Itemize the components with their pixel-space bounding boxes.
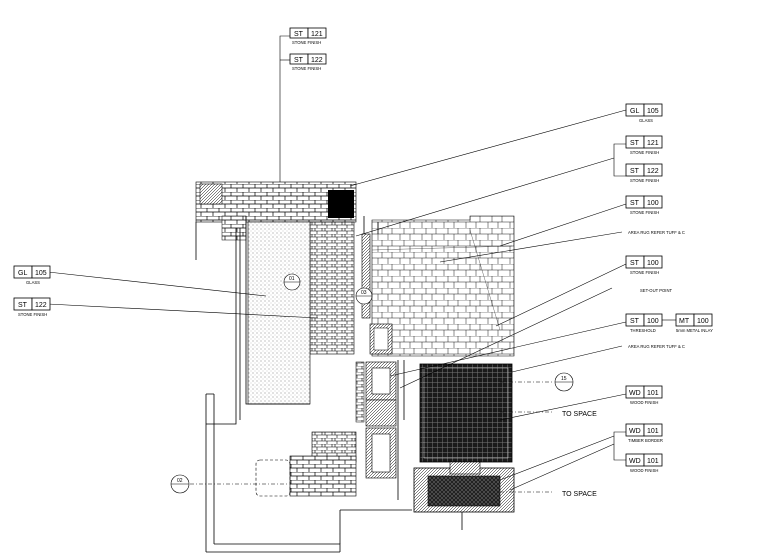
tag-num: 121	[647, 140, 659, 147]
callout-01[interactable]: 01	[283, 273, 301, 291]
tag-code: ST	[630, 140, 640, 147]
tag-desc: STONE FINISH	[630, 150, 659, 155]
tag-desc: WOOD FINISH	[630, 468, 658, 473]
tag-wd101-a[interactable]: WD 101 WOOD FINISH	[625, 385, 663, 405]
tag-code: WD	[629, 458, 641, 465]
note-text: AREA RUG REFER TUFF & C	[628, 230, 685, 235]
tag-num: 100	[647, 200, 659, 207]
tag-wd101-b[interactable]: WD 101 TIMBER BORDER	[625, 423, 663, 443]
tag-code: ST	[630, 168, 640, 175]
tag-code: ST	[18, 302, 28, 309]
tag-desc: 5mm METAL INLAY	[676, 328, 713, 333]
tag-st121-top[interactable]: ST 121 STONE FINISH	[289, 27, 327, 45]
vent-grille	[199, 183, 223, 205]
glass-panel	[247, 221, 311, 405]
tag-desc: STONE FINISH	[292, 40, 321, 45]
tag-gl105-right[interactable]: GL 105 GLASS	[625, 103, 663, 123]
tag-num: 101	[647, 390, 659, 397]
tag-gl105-left[interactable]: GL 105 GLASS	[13, 265, 51, 285]
callout-02[interactable]: 02	[170, 474, 190, 494]
svg-text:TO SPACE: TO SPACE	[562, 491, 597, 498]
tag-num: 105	[35, 270, 47, 277]
tag-num: 122	[35, 302, 47, 309]
tag-desc: GLASS	[639, 118, 653, 123]
stone-column-right	[309, 221, 355, 355]
svg-text:15: 15	[561, 376, 567, 382]
tag-code: WD	[629, 390, 641, 397]
tag-code: ST	[294, 57, 304, 64]
tag-num: 101	[647, 428, 659, 435]
plan-geometry	[190, 181, 552, 553]
svg-text:02: 02	[177, 478, 183, 484]
note-area-rug-2: AREA RUG REFER TUFF & C	[628, 344, 685, 349]
tag-num: 100	[647, 318, 659, 325]
stone-floor-large	[371, 215, 515, 357]
tag-code: ST	[630, 200, 640, 207]
tag-num: 122	[311, 57, 323, 64]
glass-block	[328, 190, 354, 218]
area-rug	[419, 363, 513, 463]
callout-03[interactable]: 03	[355, 287, 373, 305]
tag-code: ST	[630, 260, 640, 267]
tag-wd101-c[interactable]: WD 101 WOOD FINISH	[625, 453, 663, 473]
note-text: SET-OUT POINT	[640, 288, 672, 293]
tag-num: 101	[647, 458, 659, 465]
note-text: AREA RUG REFER TUFF & C	[628, 344, 685, 349]
tag-code: GL	[18, 270, 27, 277]
svg-text:TO SPACE: TO SPACE	[562, 411, 597, 418]
tag-code: WD	[629, 428, 641, 435]
tag-num: 121	[311, 31, 323, 38]
tag-st100-b[interactable]: ST 100 STONE FINISH	[625, 255, 663, 275]
leader-lines	[47, 35, 627, 491]
tag-st122-top[interactable]: ST 122 STONE FINISH	[289, 53, 327, 71]
note-area-rug-1: AREA RUG REFER TUFF & C	[628, 230, 685, 235]
tag-st122-left[interactable]: ST 122 STONE FINISH	[13, 297, 51, 317]
note-set-out: SET-OUT POINT	[640, 288, 672, 293]
tag-num: 105	[647, 108, 659, 115]
tag-desc: STONE FINISH	[292, 66, 321, 71]
tag-code: ST	[630, 318, 640, 325]
tag-desc: STONE FINISH	[630, 178, 659, 183]
svg-text:03: 03	[361, 290, 367, 296]
tag-desc: TIMBER BORDER	[628, 438, 663, 443]
tag-code: ST	[294, 31, 304, 38]
tag-desc: STONE FINISH	[630, 210, 659, 215]
svg-text:01: 01	[289, 276, 295, 282]
tag-st121-right[interactable]: ST 121 STONE FINISH	[625, 135, 663, 155]
note-to-space-1: TO SPACE	[562, 411, 597, 418]
tag-mt100[interactable]: MT 100 5mm METAL INLAY	[675, 313, 713, 333]
tag-desc: STONE FINISH	[18, 312, 47, 317]
tag-num: 100	[697, 318, 709, 325]
note-to-space-2: TO SPACE	[562, 491, 597, 498]
callout-15[interactable]: 15	[554, 372, 574, 392]
tag-st100-a[interactable]: ST 100 STONE FINISH	[625, 195, 663, 215]
tag-st100-c[interactable]: ST 100 THRESHOLD	[625, 313, 663, 333]
tag-desc: THRESHOLD	[630, 328, 656, 333]
tag-desc: STONE FINISH	[630, 270, 659, 275]
tag-st122-right[interactable]: ST 122 STONE FINISH	[625, 163, 663, 183]
tag-num: 100	[647, 260, 659, 267]
tag-code: MT	[679, 318, 690, 325]
tag-num: 122	[647, 168, 659, 175]
tag-desc: WOOD FINISH	[630, 400, 658, 405]
tag-code: GL	[630, 108, 639, 115]
tag-desc: GLASS	[26, 280, 40, 285]
